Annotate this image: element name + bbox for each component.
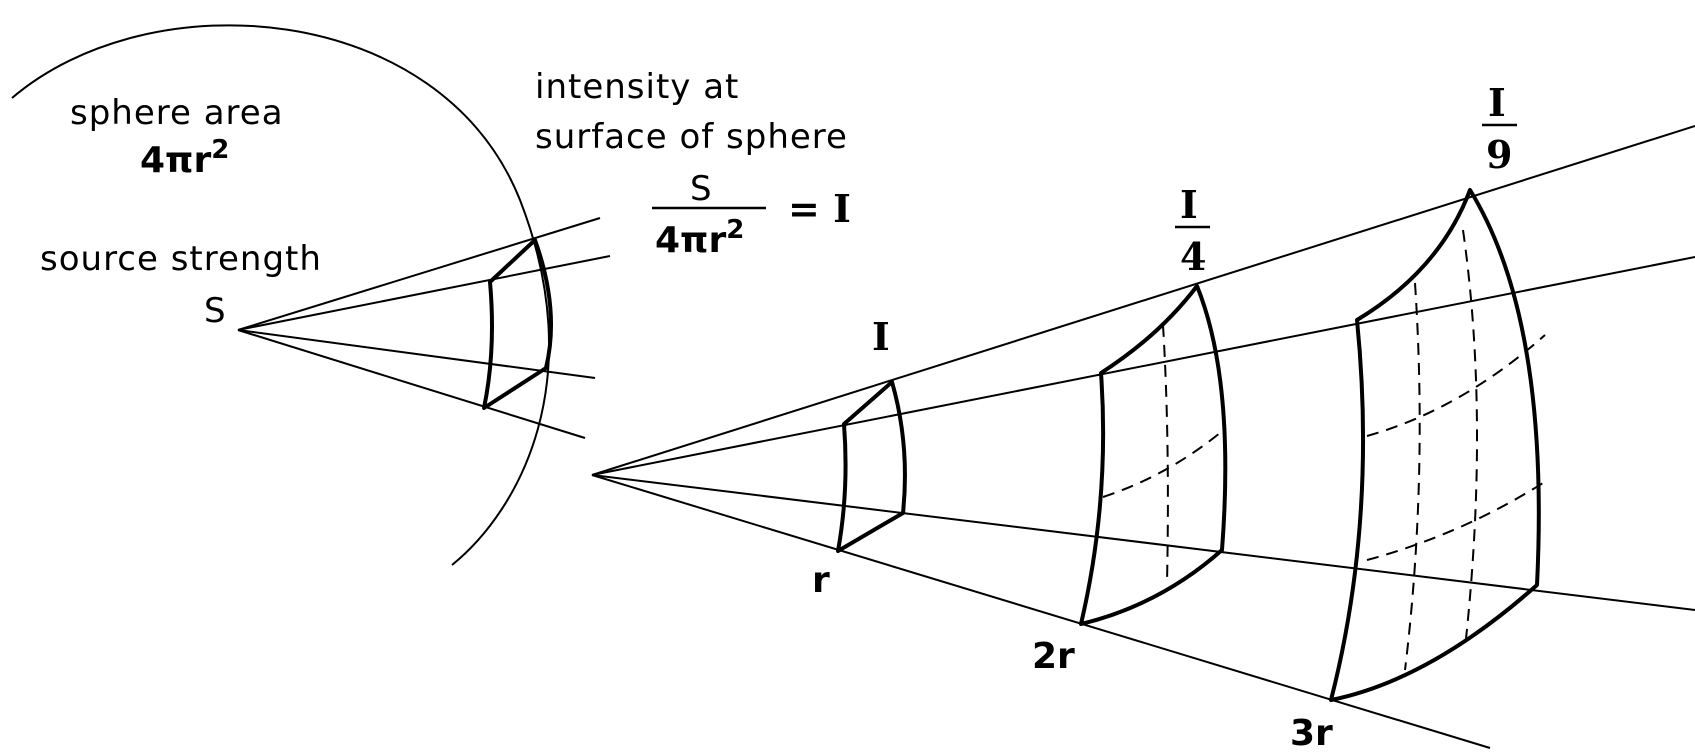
- intensity-fraction: S 4πr2 = I: [652, 169, 851, 261]
- main-ray: [591, 474, 1695, 611]
- intensity-2r-denominator: 4: [1180, 234, 1206, 279]
- sphere-area-formula: 4πr2: [140, 135, 229, 181]
- intensity-3r-denominator: 9: [1486, 132, 1512, 177]
- patch-3r: [1329, 188, 1546, 702]
- fraction-equals: = I: [788, 186, 851, 231]
- main-ray: [591, 474, 1491, 749]
- source-symbol: S: [204, 291, 227, 331]
- grid-dash: [1404, 282, 1421, 671]
- intensity-label-line2: surface of sphere: [535, 117, 848, 157]
- inset-ray: [237, 255, 611, 331]
- intensity-2r-numerator: I: [1180, 182, 1198, 227]
- grid-dash: [1366, 482, 1544, 561]
- fraction-denominator: 4πr2: [655, 215, 744, 261]
- inset-ray: [237, 217, 601, 331]
- sphere-outline: [11, 24, 551, 566]
- intensity-3r-numerator: I: [1488, 80, 1506, 125]
- inset-ray: [237, 329, 596, 379]
- intensity-at-3r: I 9: [1482, 80, 1517, 177]
- fraction-numerator: S: [690, 169, 713, 209]
- source-strength-label: source strength: [40, 239, 322, 279]
- distance-label-r: r: [812, 560, 830, 601]
- surface-patch-2r: [1079, 284, 1228, 626]
- intensity-at-2r: I 4: [1175, 182, 1210, 279]
- inset-surface-patch: [482, 238, 553, 410]
- grid-dash: [1366, 334, 1546, 437]
- main-ray: [591, 125, 1695, 476]
- grid-dash: [1462, 229, 1479, 649]
- inset-ray: [237, 329, 586, 439]
- main-ray: [591, 256, 1695, 476]
- sphere-area-label: sphere area: [70, 93, 284, 133]
- intensity-at-r: I: [872, 314, 890, 359]
- patch-r: [836, 380, 907, 553]
- main-rays: [591, 125, 1695, 749]
- intensity-label-line1: intensity at: [535, 67, 739, 107]
- distance-label-2r: 2r: [1032, 636, 1075, 677]
- surface-patch-r: [836, 380, 907, 553]
- surface-patch-3r: [1329, 188, 1541, 702]
- sphere-inset: [11, 24, 611, 566]
- grid-dash: [1102, 427, 1227, 498]
- grid-dash: [1162, 324, 1169, 584]
- patch-2r: [1079, 284, 1228, 626]
- distance-label-3r: 3r: [1290, 713, 1333, 753]
